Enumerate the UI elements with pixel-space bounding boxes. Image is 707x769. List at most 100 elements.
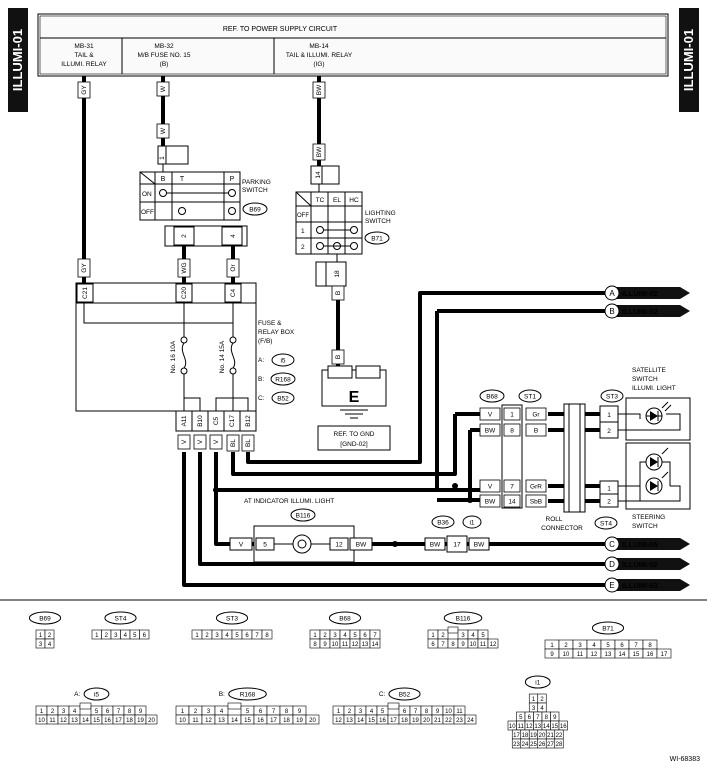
legend-pin: 6 (528, 715, 532, 721)
legend-pin: 20 (148, 718, 155, 724)
at-indicator-label: AT INDICATOR ILLUMI. LIGHT (244, 498, 334, 505)
parking-row-off: OFF (141, 209, 154, 216)
legend-name: ST3 (226, 616, 238, 623)
legend-pin: 3 (461, 633, 465, 639)
legend-pin: 12 (335, 718, 342, 724)
legend-pin: 14 (357, 718, 364, 724)
legend-pin: 6 (143, 633, 147, 639)
st3-pin-2: 2 (607, 428, 611, 435)
legend-pin: 20 (423, 718, 430, 724)
wire-bw-2: BW (316, 146, 323, 157)
legend-pin: 15 (368, 718, 375, 724)
legend-pin: 22 (445, 718, 452, 724)
legend-pin: 13 (362, 642, 369, 648)
legend-pin: 8 (313, 642, 317, 648)
satellite-label-1: SATELLITE (632, 367, 667, 374)
st1-pin-7: 7 (510, 484, 514, 491)
conn-b68: B68 (486, 394, 498, 401)
legend-pin: 16 (560, 724, 567, 730)
legend-pin: 18 (126, 718, 133, 724)
legend-pin: 9 (139, 709, 143, 715)
legend-name: B116 (456, 616, 471, 623)
lighting-col-el: EL (333, 197, 341, 204)
side-label-left: ILLUMI-01 (10, 29, 25, 91)
legend-pin: 1 (181, 709, 185, 715)
b68-wire-v-2: V (488, 484, 493, 491)
legend-pin: 20 (309, 718, 316, 724)
fb-pin-b10: B10 (197, 415, 204, 427)
at-pin-12: 12 (335, 542, 343, 549)
legend-pin: 16 (379, 718, 386, 724)
wire-wg: WG (181, 262, 188, 273)
wire-gy-1: GY (81, 85, 88, 95)
legend-prefix: C: (379, 691, 386, 698)
offpage-letter: A (609, 289, 615, 298)
legend-pin: 2 (105, 633, 109, 639)
legend-pin: 4 (592, 643, 596, 649)
legend-pin: 27 (547, 742, 554, 748)
legend-pin: 10 (445, 709, 452, 715)
i1-wire-bw: BW (474, 542, 485, 549)
legend-pin: 7 (373, 633, 377, 639)
fb-title-3: (F/B) (258, 338, 272, 345)
legend-pin: 11 (456, 709, 463, 715)
fb-conn-a: A: (258, 357, 264, 364)
conn-b116: B116 (296, 513, 311, 520)
legend-pin: 10 (509, 724, 516, 730)
legend-pin: 4 (471, 633, 475, 639)
legend-pin: 7 (255, 633, 259, 639)
legend-pin: 2 (323, 633, 327, 639)
fuse-no14: No. 14 15A (219, 340, 226, 373)
legend-pin: 4 (540, 706, 544, 712)
steering-label-1: STEERING (632, 514, 665, 521)
at-wire-bw: BW (356, 542, 367, 549)
legend-pin: 2 (540, 697, 544, 703)
legend-pin: 5 (606, 643, 610, 649)
st1-wire-gr: Gr (532, 412, 540, 419)
legend-pin: 14 (372, 642, 379, 648)
parking-switch-label-2: SWITCH (242, 187, 268, 194)
legend-pin: 1 (532, 697, 536, 703)
legend-pin: 22 (556, 733, 563, 739)
ground-ref-2: [GND-02] (340, 441, 368, 448)
legend-pin: 15 (244, 718, 251, 724)
st1-pin-1: 1 (510, 412, 514, 419)
wire-v-a11: V (181, 439, 188, 444)
legend-pin: 7 (634, 643, 638, 649)
legend-pin: 5 (481, 633, 485, 639)
legend-pin: 4 (370, 709, 374, 715)
legend-pin: 6 (403, 709, 407, 715)
legend-pin: 3 (333, 633, 337, 639)
legend-pin: 19 (137, 718, 144, 724)
legend-pin: 16 (104, 718, 111, 724)
legend-pin: 15 (551, 724, 558, 730)
legend-pin: 4 (220, 709, 224, 715)
legend-pin: 21 (547, 733, 554, 739)
legend-pin: 20 (539, 733, 546, 739)
legend-pin: 14 (543, 724, 550, 730)
legend-pin: 12 (526, 724, 533, 730)
mb32-line1: MB-32 (154, 43, 174, 50)
legend-pin: 19 (296, 718, 303, 724)
legend-pin: 9 (461, 642, 465, 648)
satellite-label-3: ILLUMI. LIGHT (632, 385, 676, 392)
mb14-line3: (IG) (313, 61, 324, 68)
wire-v-c5: V (213, 439, 220, 444)
mb32-line2: M/B FUSE NO. 15 (137, 52, 190, 59)
fb-pin-c21: C21 (82, 287, 89, 299)
legend-pin: 7 (272, 709, 276, 715)
legend-name: ST4 (115, 616, 127, 623)
legend-pin: 4 (48, 642, 52, 648)
legend-pin: 11 (577, 652, 584, 658)
offpage-letter: B (609, 307, 614, 316)
wire-b-2: B (335, 355, 342, 359)
legend-pin: 7 (536, 715, 540, 721)
legend-pin: 2 (441, 633, 445, 639)
legend-pin: 11 (49, 718, 56, 724)
wire-b-1: B (335, 291, 342, 295)
